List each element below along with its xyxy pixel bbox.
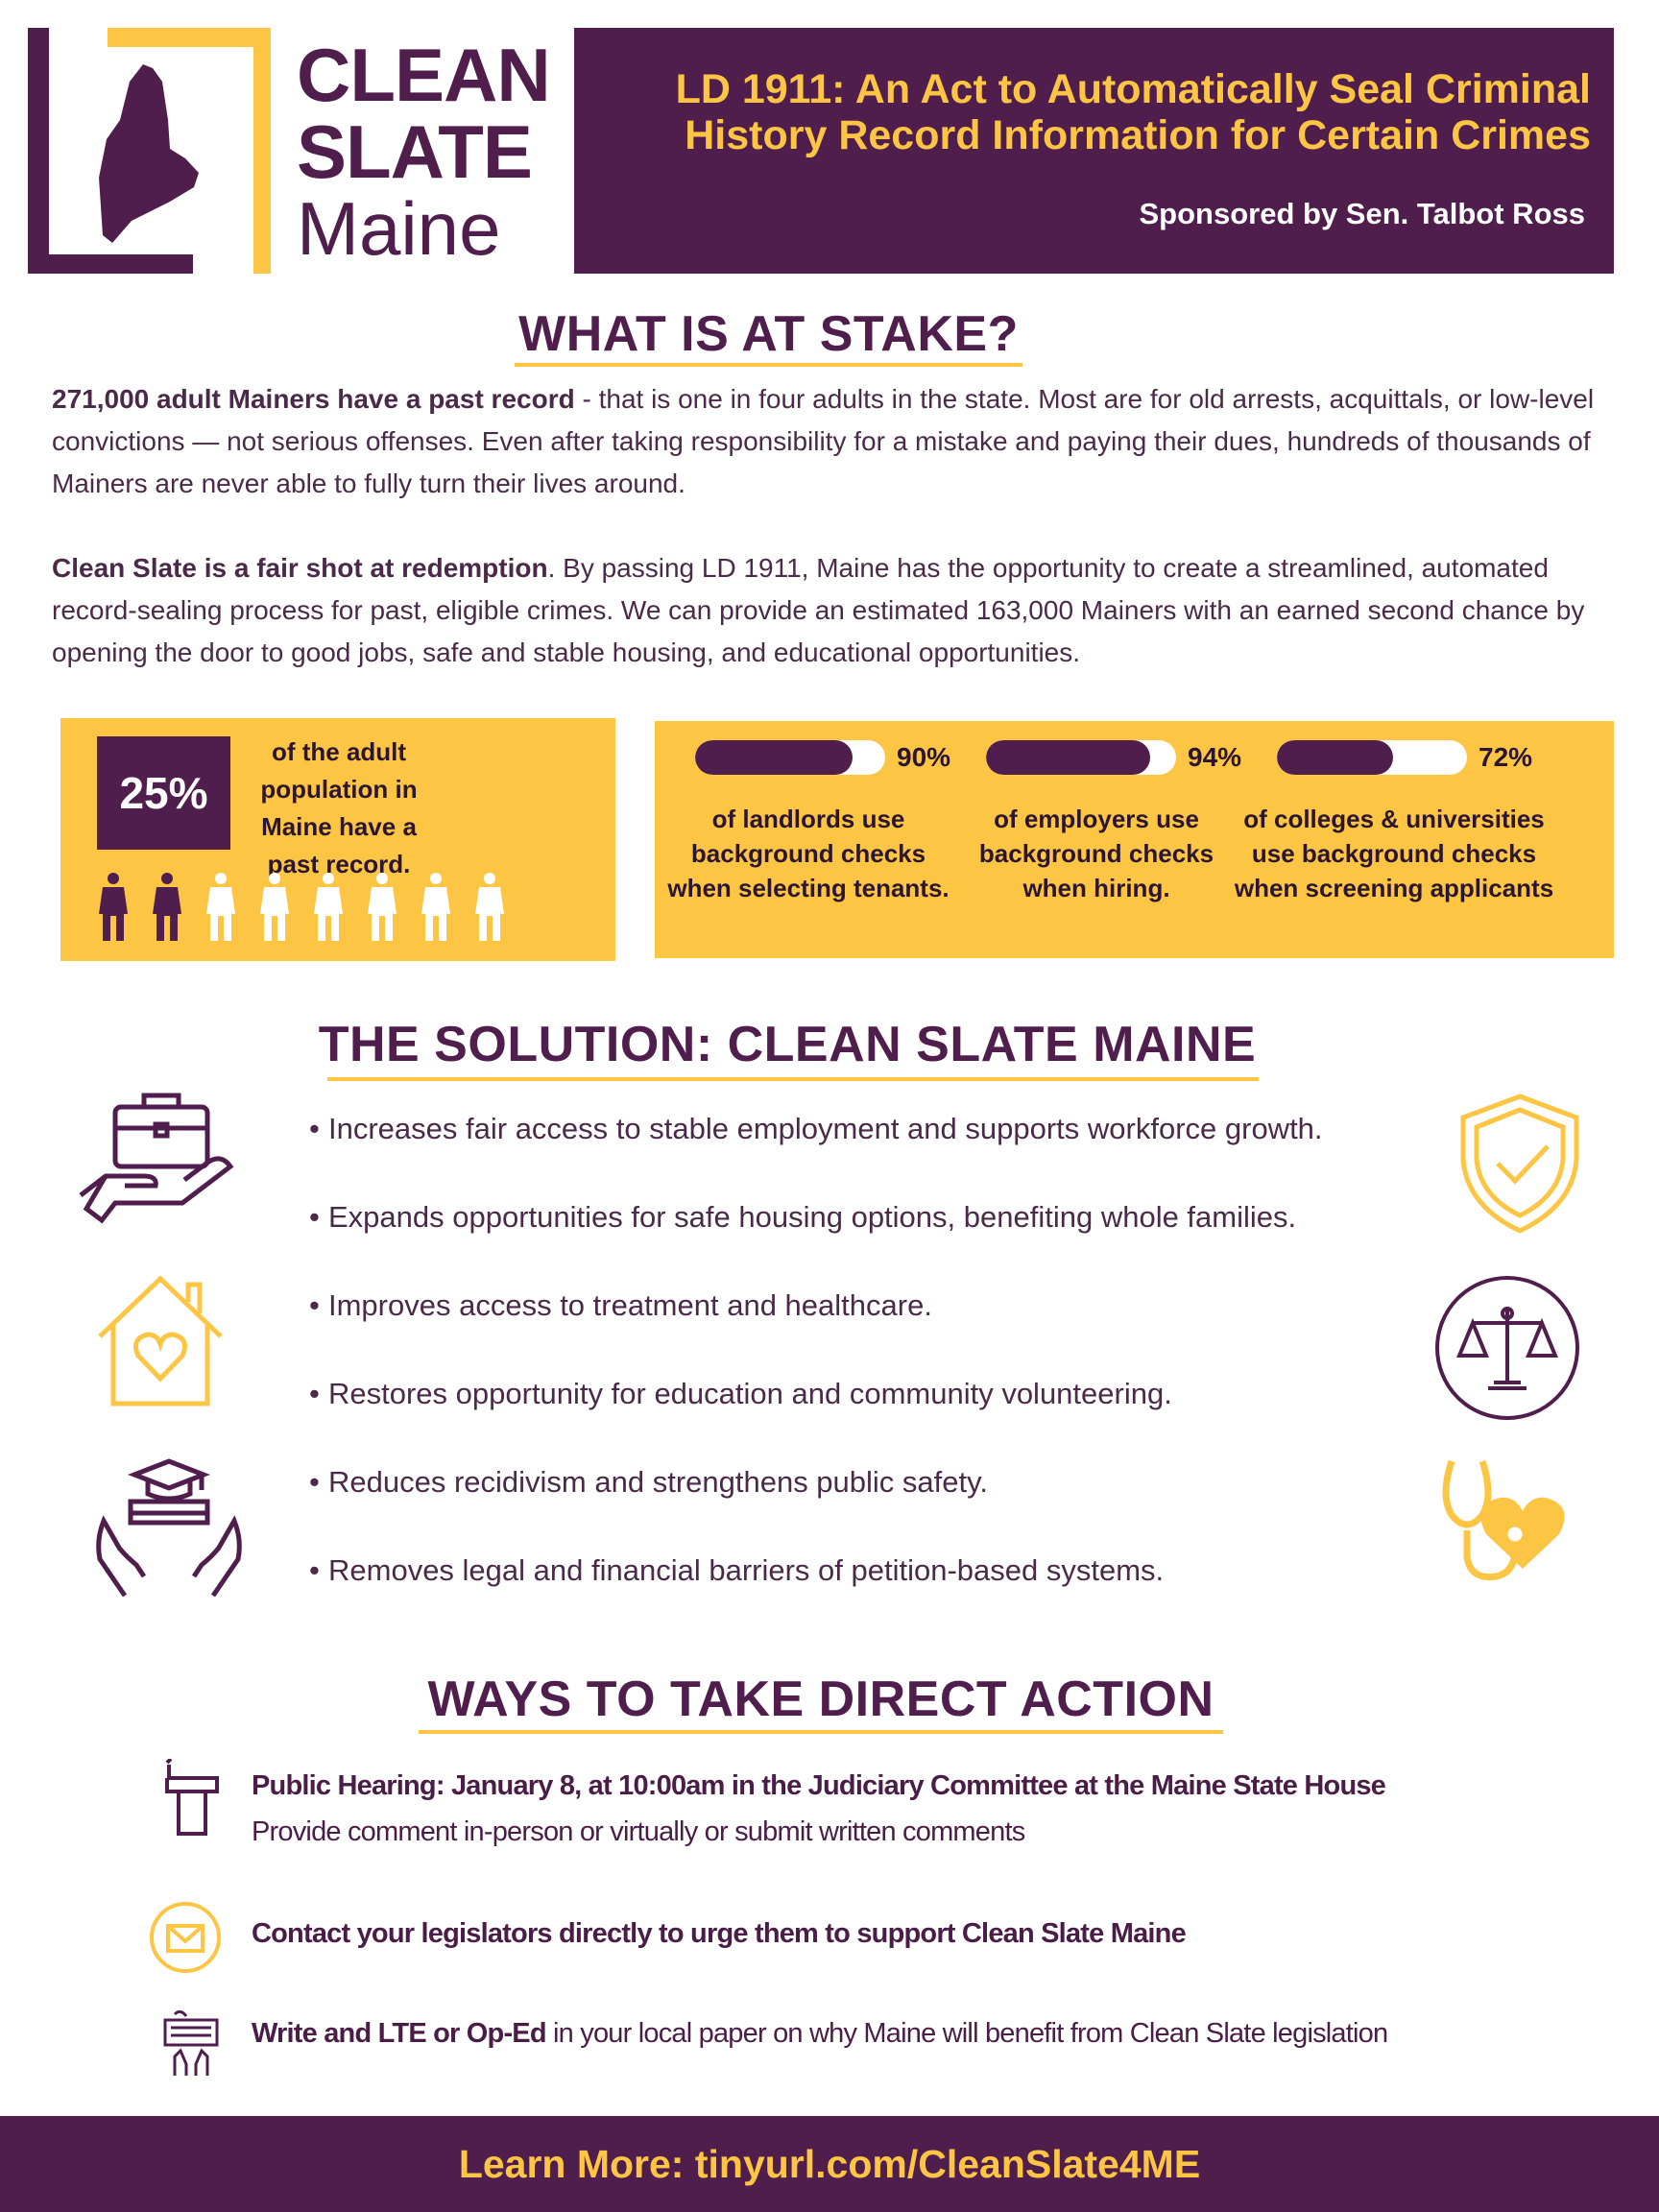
bill-title: LD 1911: An Act to Automatically Seal Cr… bbox=[676, 66, 1591, 158]
actions-heading: WAYS TO TAKE DIRECT ACTION bbox=[427, 1671, 1214, 1727]
person-icon bbox=[475, 873, 504, 941]
solution-bullet: •Expands opportunities for safe housing … bbox=[309, 1200, 1296, 1235]
podium-icon bbox=[165, 1759, 219, 1836]
maine-map-icon bbox=[99, 64, 199, 243]
learn-more-link[interactable]: Learn More: tinyurl.com/CleanSlate4ME bbox=[458, 2141, 1201, 2186]
logo-maine: Maine bbox=[297, 186, 501, 271]
stat-description: of employers use background checks when … bbox=[978, 805, 1214, 902]
bullet-dot: • bbox=[309, 1200, 320, 1234]
scales-of-justice-icon bbox=[1435, 1276, 1579, 1420]
logo-slate: SLATE bbox=[297, 109, 533, 194]
briefcase-hand-icon bbox=[79, 1093, 234, 1224]
hearing-title: Public Hearing: January 8, at 10:00am in… bbox=[252, 1770, 1386, 1801]
progress-percent: 90% bbox=[897, 742, 951, 772]
bullet-dot: • bbox=[309, 1112, 320, 1145]
actions-underline bbox=[419, 1730, 1223, 1734]
typing-keyboard-icon bbox=[163, 2009, 219, 2076]
stake-p2-bold: Clean Slate is a fair shot at redemption bbox=[52, 553, 548, 583]
progress-bar bbox=[1277, 740, 1467, 775]
logo-bracket-yellow-side bbox=[253, 28, 271, 274]
shield-check-icon bbox=[1460, 1094, 1579, 1234]
write-op-ed: Write and LTE or Op-Ed in your local pap… bbox=[252, 2018, 1388, 2050]
footer: Learn More: tinyurl.com/CleanSlate4ME bbox=[0, 2116, 1659, 2212]
percent-value: 25% bbox=[119, 768, 208, 818]
population-stat-box: 25% of the adult population in Maine hav… bbox=[60, 718, 615, 961]
sponsor: Sponsored by Sen. Talbot Ross bbox=[1139, 197, 1586, 230]
progress-bar bbox=[986, 740, 1176, 775]
stat-bar-group: 90% bbox=[695, 740, 950, 775]
logo-bracket-purple bbox=[28, 28, 49, 274]
hearing-subtext: Provide comment in-person or virtually o… bbox=[252, 1816, 1025, 1847]
bullet-text: Restores opportunity for education and c… bbox=[328, 1377, 1172, 1410]
stat-description: of colleges & universities use backgroun… bbox=[1234, 805, 1554, 902]
stethoscope-heart-icon bbox=[1442, 1459, 1565, 1581]
person-icon bbox=[153, 873, 181, 941]
bullet-dot: • bbox=[309, 1465, 320, 1499]
bullet-text: Expands opportunities for safe housing o… bbox=[328, 1200, 1297, 1234]
logo: CLEAN SLATE Maine bbox=[28, 28, 551, 274]
percent-badge: 25% bbox=[97, 736, 230, 850]
email-icon bbox=[150, 1902, 221, 1973]
person-icon bbox=[260, 873, 289, 941]
bill-title-line2: History Record Information for Certain C… bbox=[685, 112, 1591, 158]
stake-heading: WHAT IS AT STAKE? bbox=[518, 306, 1019, 362]
background-check-stats-box: 90% of landlords use background checks w… bbox=[655, 721, 1614, 958]
contact-legislators: Contact your legislators directly to urg… bbox=[252, 1918, 1187, 1949]
person-icon bbox=[206, 873, 235, 941]
logo-clean: CLEAN bbox=[297, 33, 551, 117]
solution-bullet: •Restores opportunity for education and … bbox=[309, 1377, 1172, 1411]
solution-heading: THE SOLUTION: CLEAN SLATE MAINE bbox=[318, 1017, 1257, 1072]
bullet-dot: • bbox=[309, 1377, 320, 1410]
logo-bracket-yellow bbox=[108, 28, 271, 47]
stake-p1-bold: 271,000 adult Mainers have a past record bbox=[52, 384, 575, 414]
solution-bullet: •Reduces recidivism and strengthens publ… bbox=[309, 1465, 988, 1500]
write-op-ed-text: in your local paper on why Maine will be… bbox=[545, 2018, 1388, 2049]
bullet-text: Increases fair access to stable employme… bbox=[328, 1112, 1323, 1145]
people-row bbox=[97, 872, 506, 941]
bill-title-line1: LD 1911: An Act to Automatically Seal Cr… bbox=[675, 66, 1591, 112]
solution-underline bbox=[327, 1077, 1259, 1081]
percent-description: of the adult population in Maine have a … bbox=[260, 737, 418, 878]
bullet-text: Reduces recidivism and strengthens publi… bbox=[328, 1465, 988, 1499]
education-hands-icon bbox=[96, 1458, 242, 1598]
person-icon bbox=[99, 873, 128, 941]
person-icon bbox=[421, 873, 450, 941]
stat-bar-group: 94% bbox=[986, 740, 1241, 775]
solution-bullet: •Improves access to treatment and health… bbox=[309, 1288, 932, 1323]
write-op-ed-bold: Write and LTE or Op-Ed bbox=[252, 2018, 547, 2049]
progress-bar bbox=[695, 740, 885, 775]
bullet-dot: • bbox=[309, 1288, 320, 1322]
progress-percent: 94% bbox=[1188, 742, 1242, 772]
stake-underline bbox=[515, 363, 1022, 367]
stake-p1-text: - that is one in four adults in the stat… bbox=[52, 384, 1595, 498]
logo-bracket-purple-bottom bbox=[28, 254, 193, 274]
solution-bullet: •Increases fair access to stable employm… bbox=[309, 1112, 1323, 1146]
bullet-dot: • bbox=[309, 1553, 320, 1587]
header-banner: LD 1911: An Act to Automatically Seal Cr… bbox=[574, 28, 1614, 274]
bullet-text: Improves access to treatment and healthc… bbox=[328, 1288, 932, 1322]
bullet-text: Removes legal and financial barriers of … bbox=[328, 1553, 1165, 1587]
stat-bar-group: 72% bbox=[1277, 740, 1532, 775]
person-icon bbox=[368, 873, 397, 941]
stat-description: of landlords use background checks when … bbox=[667, 805, 950, 902]
stake-paragraph-2: Clean Slate is a fair shot at redemption… bbox=[52, 547, 1617, 674]
stake-p2-text: . By passing LD 1911, Maine has the oppo… bbox=[52, 553, 1585, 667]
person-icon bbox=[314, 873, 343, 941]
progress-percent: 72% bbox=[1479, 742, 1533, 772]
solution-bullet: •Removes legal and financial barriers of… bbox=[309, 1553, 1164, 1588]
house-heart-icon bbox=[98, 1275, 223, 1407]
stake-paragraph-1: 271,000 adult Mainers have a past record… bbox=[52, 378, 1617, 505]
